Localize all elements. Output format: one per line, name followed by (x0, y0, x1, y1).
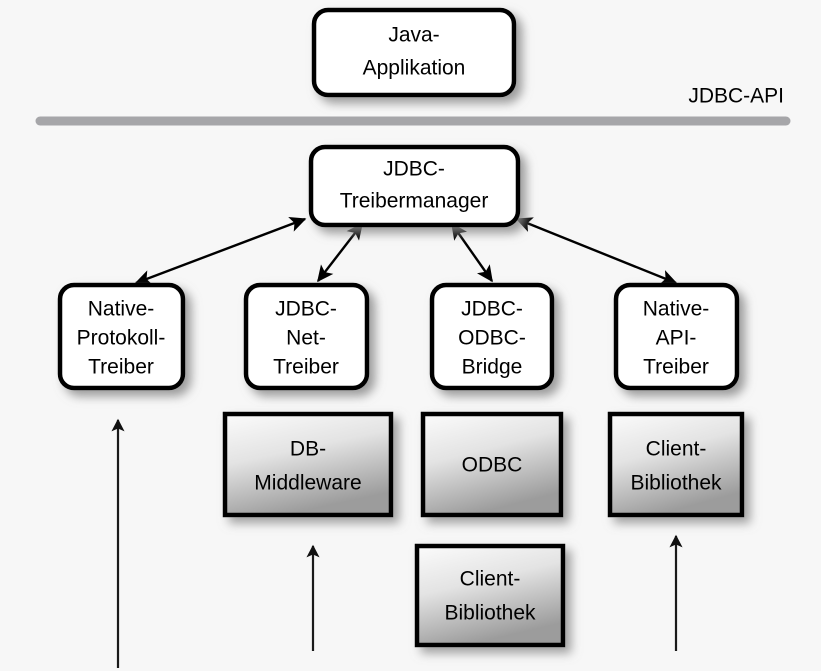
jdbc-odbc-bridge-label-line2: ODBC- (458, 327, 526, 350)
odbc-box (420, 411, 564, 518)
node-client-bibliothek-right[interactable]: Client- Bibliothek (607, 411, 745, 518)
node-native-api-treiber[interactable]: Native- API- Treiber (613, 282, 740, 391)
db-middleware-label-line1: DB- (290, 438, 326, 461)
edge-manager-native-api-treiber[interactable] (515, 217, 678, 285)
edge-group-database-uplinks (111, 418, 683, 668)
native-protokoll-treiber-label-line1: Native- (88, 298, 155, 321)
client-bibliothek-right-label-line2: Bibliothek (630, 472, 722, 495)
jdbc-treibermanager-label-line1: JDBC- (383, 158, 445, 181)
jdbc-odbc-bridge-label-line1: JDBC- (461, 298, 523, 321)
native-protokoll-treiber-label-line2: Protokoll- (77, 327, 166, 350)
node-java-applikation[interactable]: Java- Applikation (311, 7, 517, 98)
db-middleware-label-line2: Middleware (254, 472, 361, 495)
client-bibliothek-middle-label-line2: Bibliothek (444, 602, 536, 625)
node-jdbc-odbc-bridge[interactable]: JDBC- ODBC- Bridge (429, 282, 555, 391)
jdbc-odbc-bridge-label-line3: Bridge (462, 356, 523, 379)
jdbc-net-treiber-label-line3: Treiber (273, 356, 339, 379)
jdbc-net-treiber-label-line2: Net- (286, 327, 326, 350)
jdbc-treibermanager-label-line2: Treibermanager (340, 190, 489, 213)
native-api-treiber-label-line2: API- (656, 327, 697, 350)
java-applikation-label-line1: Java- (388, 24, 439, 47)
native-protokoll-treiber-label-line3: Treiber (88, 356, 154, 379)
client-bibliothek-right-label-line1: Client- (646, 438, 707, 461)
java-applikation-box (311, 7, 517, 98)
jdbc-net-treiber-box (243, 282, 370, 391)
native-api-treiber-label-line3: Treiber (643, 356, 709, 379)
node-client-bibliothek-middle[interactable]: Client- Bibliothek (414, 543, 566, 648)
native-protokoll-treiber-box (57, 282, 186, 391)
node-native-protokoll-treiber[interactable]: Native- Protokoll- Treiber (57, 282, 186, 391)
client-bibliothek-right-box (607, 411, 745, 518)
edge-group-manager-drivers (134, 217, 678, 285)
client-bibliothek-middle-box (414, 543, 566, 648)
edge-manager-jdbc-net-treiber[interactable] (317, 222, 363, 283)
native-api-treiber-label-line1: Native- (643, 298, 710, 321)
jdbc-api-divider-group: JDBC-API (35, 85, 791, 126)
node-jdbc-treibermanager[interactable]: JDBC- Treibermanager (308, 144, 521, 228)
client-bibliothek-middle-label-line1: Client- (460, 568, 521, 591)
node-db-middleware[interactable]: DB- Middleware (222, 411, 394, 518)
jdbc-treibermanager-box (308, 144, 521, 228)
java-applikation-label-line2: Applikation (363, 57, 466, 80)
jdbc-odbc-bridge-box (429, 282, 555, 391)
jdbc-api-label: JDBC-API (688, 85, 784, 108)
node-odbc[interactable]: ODBC (420, 411, 564, 518)
node-jdbc-net-treiber[interactable]: JDBC- Net- Treiber (243, 282, 370, 391)
edge-manager-jdbc-odbc-bridge[interactable] (451, 222, 493, 283)
odbc-label: ODBC (462, 454, 523, 477)
edge-manager-native-protokoll-treiber[interactable] (134, 217, 307, 285)
native-api-treiber-box (613, 282, 740, 391)
jdbc-net-treiber-label-line1: JDBC- (275, 298, 337, 321)
db-middleware-box (222, 411, 394, 518)
